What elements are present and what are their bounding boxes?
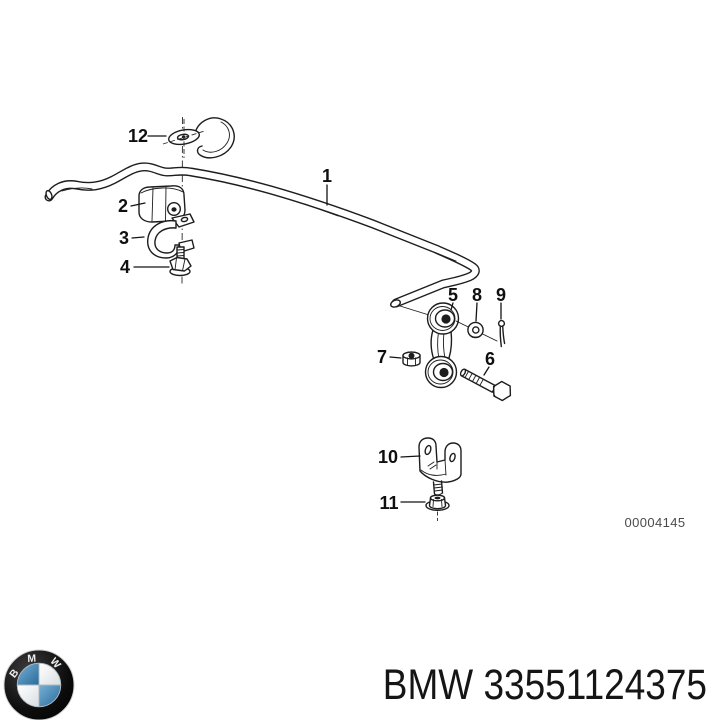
part-label-6: 6 [485, 349, 495, 369]
part-label-12: 12 [128, 126, 148, 146]
parts-diagram: 1 2 3 4 5 6 7 8 9 10 11 12 00004145 [44, 116, 685, 530]
part-label-7: 7 [377, 347, 387, 367]
bar-to-link-pointer [399, 305, 430, 316]
part-label-1: 1 [322, 166, 332, 186]
part-4-bolt [169, 246, 192, 277]
logo-quadrant-br [39, 685, 61, 707]
leader-2 [130, 202, 146, 207]
bolt6-shaft [460, 368, 497, 393]
bar-highlight [433, 251, 457, 262]
part-label-4: 4 [120, 257, 130, 277]
part-11-nut [425, 494, 450, 521]
leader-3 [131, 236, 145, 239]
part-label-2: 2 [118, 196, 128, 216]
part-label-10: 10 [378, 447, 398, 467]
logo-quadrant-bl [17, 685, 39, 707]
part-12-holder [162, 117, 235, 159]
bolt-head [169, 256, 192, 272]
part-2-bushing [138, 185, 186, 223]
bar-right-end-cap [390, 299, 401, 308]
logo-quadrant-tr [39, 663, 61, 685]
leader-10 [400, 455, 421, 458]
leader-6 [483, 366, 490, 376]
leader-5 [450, 302, 454, 311]
bar-highlight [61, 187, 93, 192]
part-label-9: 9 [496, 285, 506, 305]
part-10-bracket [418, 437, 462, 496]
bar-highlight [304, 203, 339, 217]
leader-8 [475, 302, 478, 322]
bar-left-end-cap [45, 189, 53, 201]
clip-inner [202, 121, 230, 153]
bmw-logo: BMW [3, 649, 75, 720]
brand-text: BMW [382, 661, 474, 709]
part-labels: 1 2 3 4 5 6 7 8 9 10 11 12 [118, 126, 506, 513]
part-label-11: 11 [379, 493, 398, 513]
part-7-nut [402, 351, 421, 367]
part-8-washer [467, 321, 484, 339]
part-label-8: 8 [472, 285, 482, 305]
part-label-5: 5 [448, 285, 458, 305]
leader-7 [389, 356, 402, 359]
part-6-bolt [459, 368, 512, 402]
bolt6-head [492, 380, 512, 402]
clip-outer [194, 117, 235, 159]
part-label-3: 3 [119, 228, 129, 248]
logo-quadrant-tl [17, 663, 39, 685]
part-number-text: 33551124375 [483, 661, 707, 709]
drawing-number: 00004145 [624, 515, 685, 530]
leader-lines [130, 135, 502, 503]
part-5-link [424, 302, 460, 389]
clamp-strap [147, 219, 180, 259]
part-1-stabilizer-bar [44, 162, 480, 308]
part-9-cotter-pin [497, 319, 506, 348]
